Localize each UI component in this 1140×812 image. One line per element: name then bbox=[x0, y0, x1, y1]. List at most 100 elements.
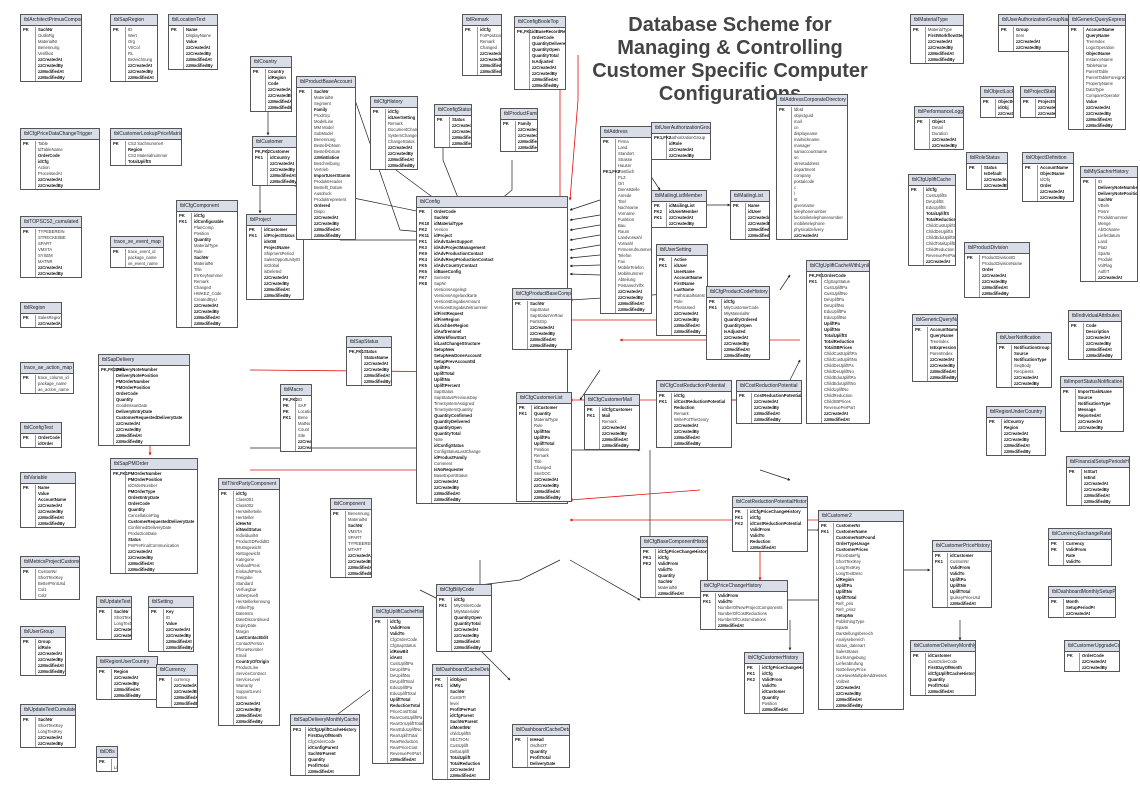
field-short-text-key: ShortTextKey bbox=[836, 559, 861, 564]
field-status: Status bbox=[128, 537, 141, 542]
field-titel: Titel bbox=[618, 199, 626, 204]
field-osd-nr2t: OsdNr2T bbox=[530, 743, 547, 748]
field-zz-created-by: zzCreatedBy bbox=[114, 633, 132, 638]
field-id-adv-country-contact: idAdvCountryContact bbox=[434, 263, 478, 268]
field-col2: Col2 bbox=[38, 593, 47, 598]
field-rear-price-cost: RearPriceCost bbox=[390, 745, 418, 750]
field-rl: RL bbox=[128, 51, 134, 56]
field-config-status-last-change: ConfigStatusLastChange bbox=[434, 449, 481, 454]
field-cust-uplift: CustUplift bbox=[450, 743, 469, 748]
field-zz-modified-at: zzModifiedAt bbox=[114, 687, 140, 692]
field-zz-modified-at: zzModifiedAt bbox=[38, 663, 64, 668]
field-id-workflow-start: idWorkflowStart bbox=[434, 335, 467, 340]
key-column: PK bbox=[97, 759, 112, 771]
key-label: PK bbox=[1051, 547, 1057, 552]
field-system-changes: SystemChanges bbox=[388, 133, 418, 138]
field-tree-index: TreeIndex bbox=[930, 339, 949, 344]
field-quantity: Quantity bbox=[530, 749, 547, 754]
field-spart: SPART bbox=[348, 535, 362, 540]
field-material-nr: MaterialNr bbox=[658, 585, 678, 590]
key-label: PK1 bbox=[293, 727, 302, 732]
field-remark: Remark bbox=[602, 419, 617, 424]
key-label: PK bbox=[587, 407, 593, 412]
field-zz-created-by: zzCreatedBy bbox=[602, 431, 628, 436]
field-zz-created-at: zzCreatedAt bbox=[38, 57, 63, 62]
field-zz-created-at: zzCreatedAt bbox=[1082, 659, 1107, 664]
field-zz-created-at: zzCreatedAt bbox=[1084, 481, 1109, 486]
field-zz-modified-at: zzModifiedAt bbox=[718, 623, 744, 628]
field-pmorder-position: PMOrderPosition bbox=[128, 477, 163, 482]
field-zz-created-by: zzCreatedBy bbox=[1016, 45, 1042, 50]
key-column: PK,FK1 bbox=[515, 29, 532, 89]
field-zz-created-at: zzCreatedAt bbox=[166, 627, 191, 632]
field-service-contract: ServiceContract bbox=[236, 671, 266, 676]
field-uplift-no: UpliftNo bbox=[434, 377, 451, 382]
field-quantity-delivered: QuantityDelivered bbox=[434, 419, 470, 424]
field-zz-modified-at: zzModifiedAt bbox=[928, 51, 954, 56]
field-value: Value bbox=[1086, 99, 1097, 104]
entity-name: tblTOPSCS2_cumulated bbox=[21, 217, 81, 228]
key-label: PK1,FK2 bbox=[654, 135, 672, 140]
field-zz-modified-at: zzModifiedAt bbox=[836, 697, 862, 702]
field-total-reduction: TotalReduction bbox=[824, 339, 855, 344]
key-column: PK bbox=[21, 639, 36, 675]
field-id-role: idRole bbox=[669, 141, 682, 146]
key-label: PK bbox=[435, 677, 441, 682]
field-zz-modified-by: zzModifiedBy bbox=[348, 571, 371, 576]
field-zz-created-at: zzCreatedAt bbox=[434, 479, 459, 484]
link-line bbox=[569, 234, 601, 241]
entity-tbl-generic-query-name: tblGenericQueryNamePKAccountNameQueryNam… bbox=[912, 314, 958, 382]
field-sparte: Sparte bbox=[836, 625, 849, 630]
field-zz-modified-at: zzModifiedAt bbox=[480, 63, 502, 68]
field-comment: Comment bbox=[434, 461, 453, 466]
field-number-of-cost-reductions: NumberOfCostReductions bbox=[718, 611, 767, 616]
field-valid-to: ValidTo bbox=[658, 567, 673, 572]
field-zz-created-by: zzCreatedBy bbox=[674, 317, 700, 322]
field-uplift-total: UpliftTotal bbox=[434, 371, 455, 376]
field-product-idfedid-id: ProductIDFedidID bbox=[236, 539, 270, 544]
field-region: Region bbox=[1004, 425, 1019, 430]
field-position: Position bbox=[762, 701, 777, 706]
entity-name: tblMailingList bbox=[731, 191, 769, 202]
field-shipment-period: ShipmentPeriod bbox=[264, 251, 294, 256]
key-column: PK bbox=[169, 27, 184, 69]
field-is-end: IsEnd bbox=[1084, 475, 1096, 480]
field-document-changes: DocumentChanges bbox=[388, 127, 418, 132]
field-zz-created-by: zzCreatedBy bbox=[748, 221, 769, 226]
field-id-adv-sales-support: idAdvSalesSupport bbox=[434, 239, 473, 244]
field-reduction-total: ReductionTotal bbox=[390, 703, 421, 708]
field-cfg-sap-status: CfgSapStatus bbox=[390, 643, 416, 648]
key-label: PK bbox=[703, 593, 709, 598]
field-zz-created-at: zzCreatedAt bbox=[38, 735, 63, 740]
key-label: FK1 bbox=[659, 399, 667, 404]
field-zz-modified-at: zzModifiedAt bbox=[824, 417, 850, 422]
field-total-reduction: TotalReduction bbox=[926, 217, 956, 222]
field-herstellerteile: Herstellerteile bbox=[236, 509, 262, 514]
key-column: PK bbox=[1081, 179, 1096, 281]
field-zz-created-at: zzCreatedAt bbox=[1040, 189, 1065, 194]
entity-name: tblConfig bbox=[417, 197, 567, 208]
field-sach-nr: SachNr bbox=[434, 215, 449, 220]
field-sach-nr: SachNr bbox=[1098, 197, 1113, 202]
field-customer-nr: CustomerNr bbox=[836, 523, 861, 528]
key-label: FK9 bbox=[419, 251, 427, 256]
field-profit-per-part: ProfitPerPart bbox=[450, 707, 476, 712]
field-uplift-percent: UpliftPercent bbox=[434, 383, 461, 388]
field-order: Order bbox=[1040, 183, 1052, 188]
field-pmorder-number: PMOrderNumber bbox=[128, 471, 162, 476]
field-name: Name bbox=[38, 485, 50, 490]
field-uplift-pa: UpliftPa bbox=[824, 321, 840, 326]
key-label: PK,FK1 bbox=[349, 349, 364, 354]
field-id-customer: idCustomer bbox=[950, 553, 974, 558]
